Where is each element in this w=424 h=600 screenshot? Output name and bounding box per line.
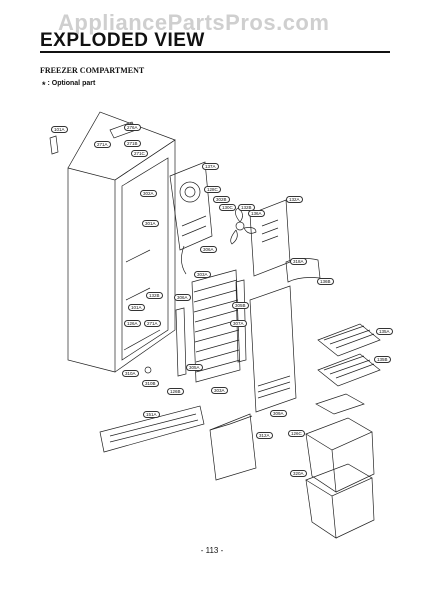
optional-part-note: * : Optional part [42,80,95,90]
part-label: 310B [142,380,159,387]
part-label: 137A [202,163,219,170]
part-label: 135A [376,328,393,335]
part-label: 306A [174,294,191,301]
part-label: 132A [286,196,303,203]
note-symbol: * [42,80,46,90]
part-label: 301A [142,220,159,227]
part-label: 135B [374,356,391,363]
title-divider [40,51,390,53]
page-number: - 113 - [200,546,224,555]
heater-tray-drawing [99,405,205,453]
part-label: 128C [204,186,221,193]
part-label: 303A [211,387,228,394]
note-text: : Optional part [47,80,96,87]
part-label: 271C [131,150,148,157]
part-label: 307A [230,320,247,327]
page-title: EXPLODED VIEW [40,30,205,51]
part-label: 320A [290,470,307,477]
part-label: 306A [200,246,217,253]
part-label: 309A [270,410,287,417]
cabinet-drawing [67,111,176,373]
part-label: 101A [128,304,145,311]
part-label: 312A [256,432,273,439]
part-label: 305B [232,302,249,309]
part-label: 101A [51,126,68,133]
baskets-drawing [305,417,375,539]
part-label: 126A [124,320,141,327]
part-label: 302B [213,196,230,203]
shelves-drawing [315,323,381,415]
part-label: 151A [143,411,160,418]
part-label: 271B [124,140,141,147]
fan-shroud-drawing [169,161,213,251]
part-label: 271A [94,141,111,148]
part-label: 132B [146,292,163,299]
part-label: 302A [140,190,157,197]
part-label: 126C [288,430,305,437]
part-label: 305A [186,364,203,371]
part-label: 136B [317,278,334,285]
part-label: 136A [248,210,265,217]
part-label: 130C [219,204,236,211]
part-label: 132B [238,204,255,211]
section-title: FREEZER COMPARTMENT [40,66,145,75]
evaporator-drawing [175,245,247,383]
part-label: 310A [122,370,139,377]
part-label: 318A [290,258,307,265]
drain-pan-drawing [209,413,257,481]
hardware-drawing [49,121,152,374]
part-label: 271A [144,320,161,327]
part-label: 126B [167,388,184,395]
watermark: AppliancePartsPros.com [58,10,330,35]
part-label: 276A [124,124,141,131]
grille-drawing [249,258,321,413]
part-label: 303A [194,271,211,278]
